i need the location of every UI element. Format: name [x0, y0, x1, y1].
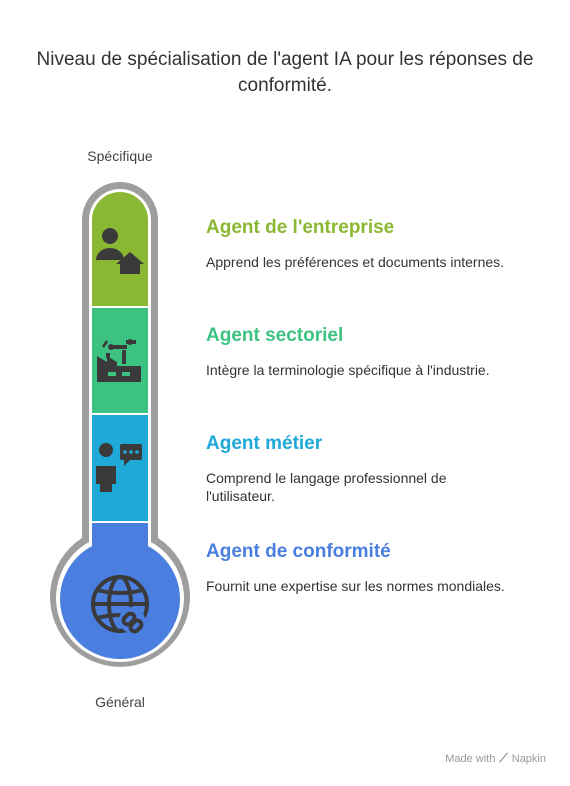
person-chat-icon — [96, 443, 142, 492]
level-title: Agent de conformité — [206, 541, 391, 562]
level-entreprise: Agent de l'entreprise Apprend les préfér… — [206, 216, 506, 271]
level-conformite: Agent de conformité Fournit une expertis… — [206, 540, 506, 595]
link-badge — [119, 607, 145, 634]
footer-brand: Napkin — [511, 752, 546, 765]
napkin-logo-icon: ⟋ — [499, 751, 508, 765]
person-home-icon — [96, 228, 144, 274]
scale-bottom-label: Général — [95, 694, 145, 710]
level-title: Agent de l'entreprise — [206, 217, 395, 238]
level-description: Comprend le langage professionnel de l'u… — [206, 470, 447, 504]
level-metier: Agent métier Comprend le langage profess… — [206, 432, 506, 505]
segment-entreprise — [92, 192, 148, 306]
level-title: Agent sectoriel — [206, 325, 344, 346]
robot-arm-factory-icon — [97, 339, 141, 382]
level-description: Apprend les préférences et documents int… — [206, 254, 505, 270]
level-title: Agent métier — [206, 433, 323, 454]
made-with-napkin[interactable]: Made with ⟋ Napkin — [445, 751, 546, 766]
level-description: Intègre la terminologie spécifique à l'i… — [206, 362, 490, 378]
footer-prefix: Made with — [445, 752, 496, 765]
scale-top-label: Spécifique — [87, 148, 153, 164]
diagram-title: Niveau de spécialisation de l'agent IA p… — [36, 49, 534, 96]
level-sectoriel: Agent sectoriel Intègre la terminologie … — [206, 324, 506, 379]
level-description: Fournit une expertise sur les normes mon… — [206, 578, 505, 594]
